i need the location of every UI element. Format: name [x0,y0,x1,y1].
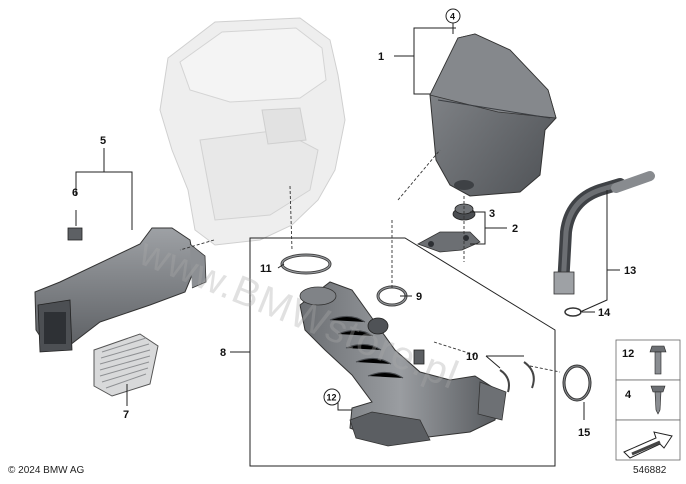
copyright-text: © 2024 BMW AG [8,465,85,476]
callout-12-circle [323,388,341,406]
legend-callout-4: 4 [625,389,632,401]
callout-2: 2 [512,223,518,235]
part-7-grille [93,333,159,397]
ghost-air-filter-housing [159,17,346,246]
flange-bolt-icon [649,345,667,375]
part-14-seal-ring [564,307,582,317]
leader-lines [75,22,620,420]
part-15-o-ring [562,364,592,402]
screw-icon [650,385,666,415]
callout-9: 9 [416,291,422,303]
part-6-clip [67,227,83,241]
callout-13: 13 [624,265,636,277]
callout-4-top: 4 [450,12,455,22]
callout-6: 6 [72,187,78,199]
direction-arrow-icon [623,431,673,459]
part-10-clips [499,361,535,393]
callout-15: 15 [578,427,590,439]
callout-3: 3 [489,208,495,220]
part-8-intake-hose [299,281,507,447]
part-2-bracket [417,231,481,253]
callouts: 1 4 3 2 5 6 7 8 9 10 11 12 13 14 15 [72,8,636,439]
callout-10: 10 [466,351,478,363]
fastener-legend: 12 4 [615,339,681,461]
part-5-intake-duct [34,227,207,353]
callout-11: 11 [260,263,272,275]
diagram-number: 546882 [633,465,667,476]
callout-7: 7 [123,409,129,421]
group-frame-8 [249,237,556,467]
callout-5: 5 [100,135,106,147]
callout-8: 8 [220,347,226,359]
callout-14: 14 [598,307,611,319]
legend-frame-4 [615,379,681,421]
part-11-hose-clamp [280,253,332,275]
callout-4-circle [445,8,461,24]
legend-callout-12: 12 [622,348,634,360]
callout-1: 1 [378,51,384,63]
callout-12-in-circle: 12 [327,393,337,403]
part-1-resonator [429,33,557,197]
legend-frame-12 [615,339,681,381]
part-13-breather-hose [553,171,655,295]
